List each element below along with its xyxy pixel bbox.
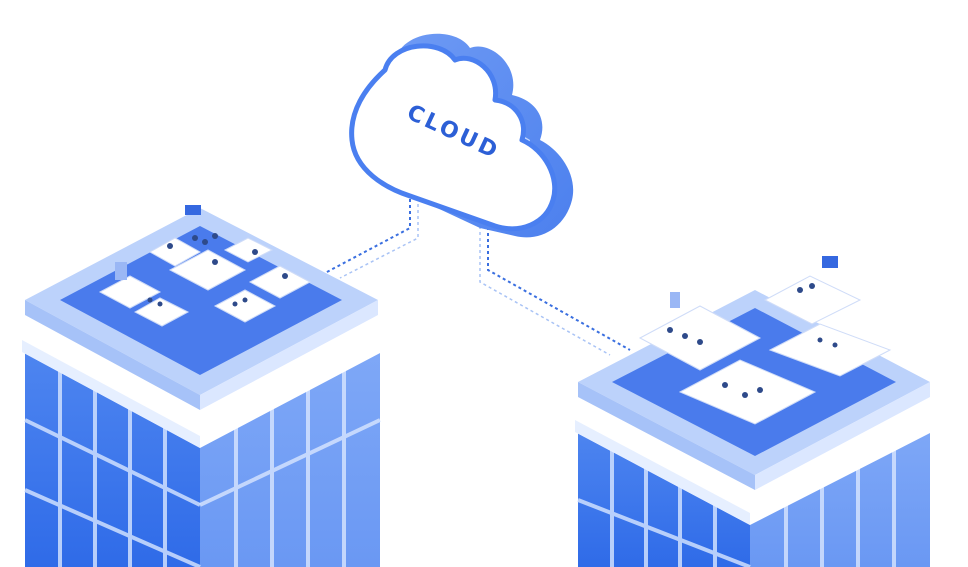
- network-connection-right: [479, 215, 631, 356]
- office-floor-tiles: [98, 237, 312, 327]
- office-people: [115, 205, 288, 307]
- right-building: [575, 256, 932, 567]
- cloud-icon: CLOUD: [349, 33, 574, 238]
- office-floor-tiles: [638, 275, 892, 425]
- office-people: [667, 256, 838, 398]
- left-building: [22, 205, 382, 567]
